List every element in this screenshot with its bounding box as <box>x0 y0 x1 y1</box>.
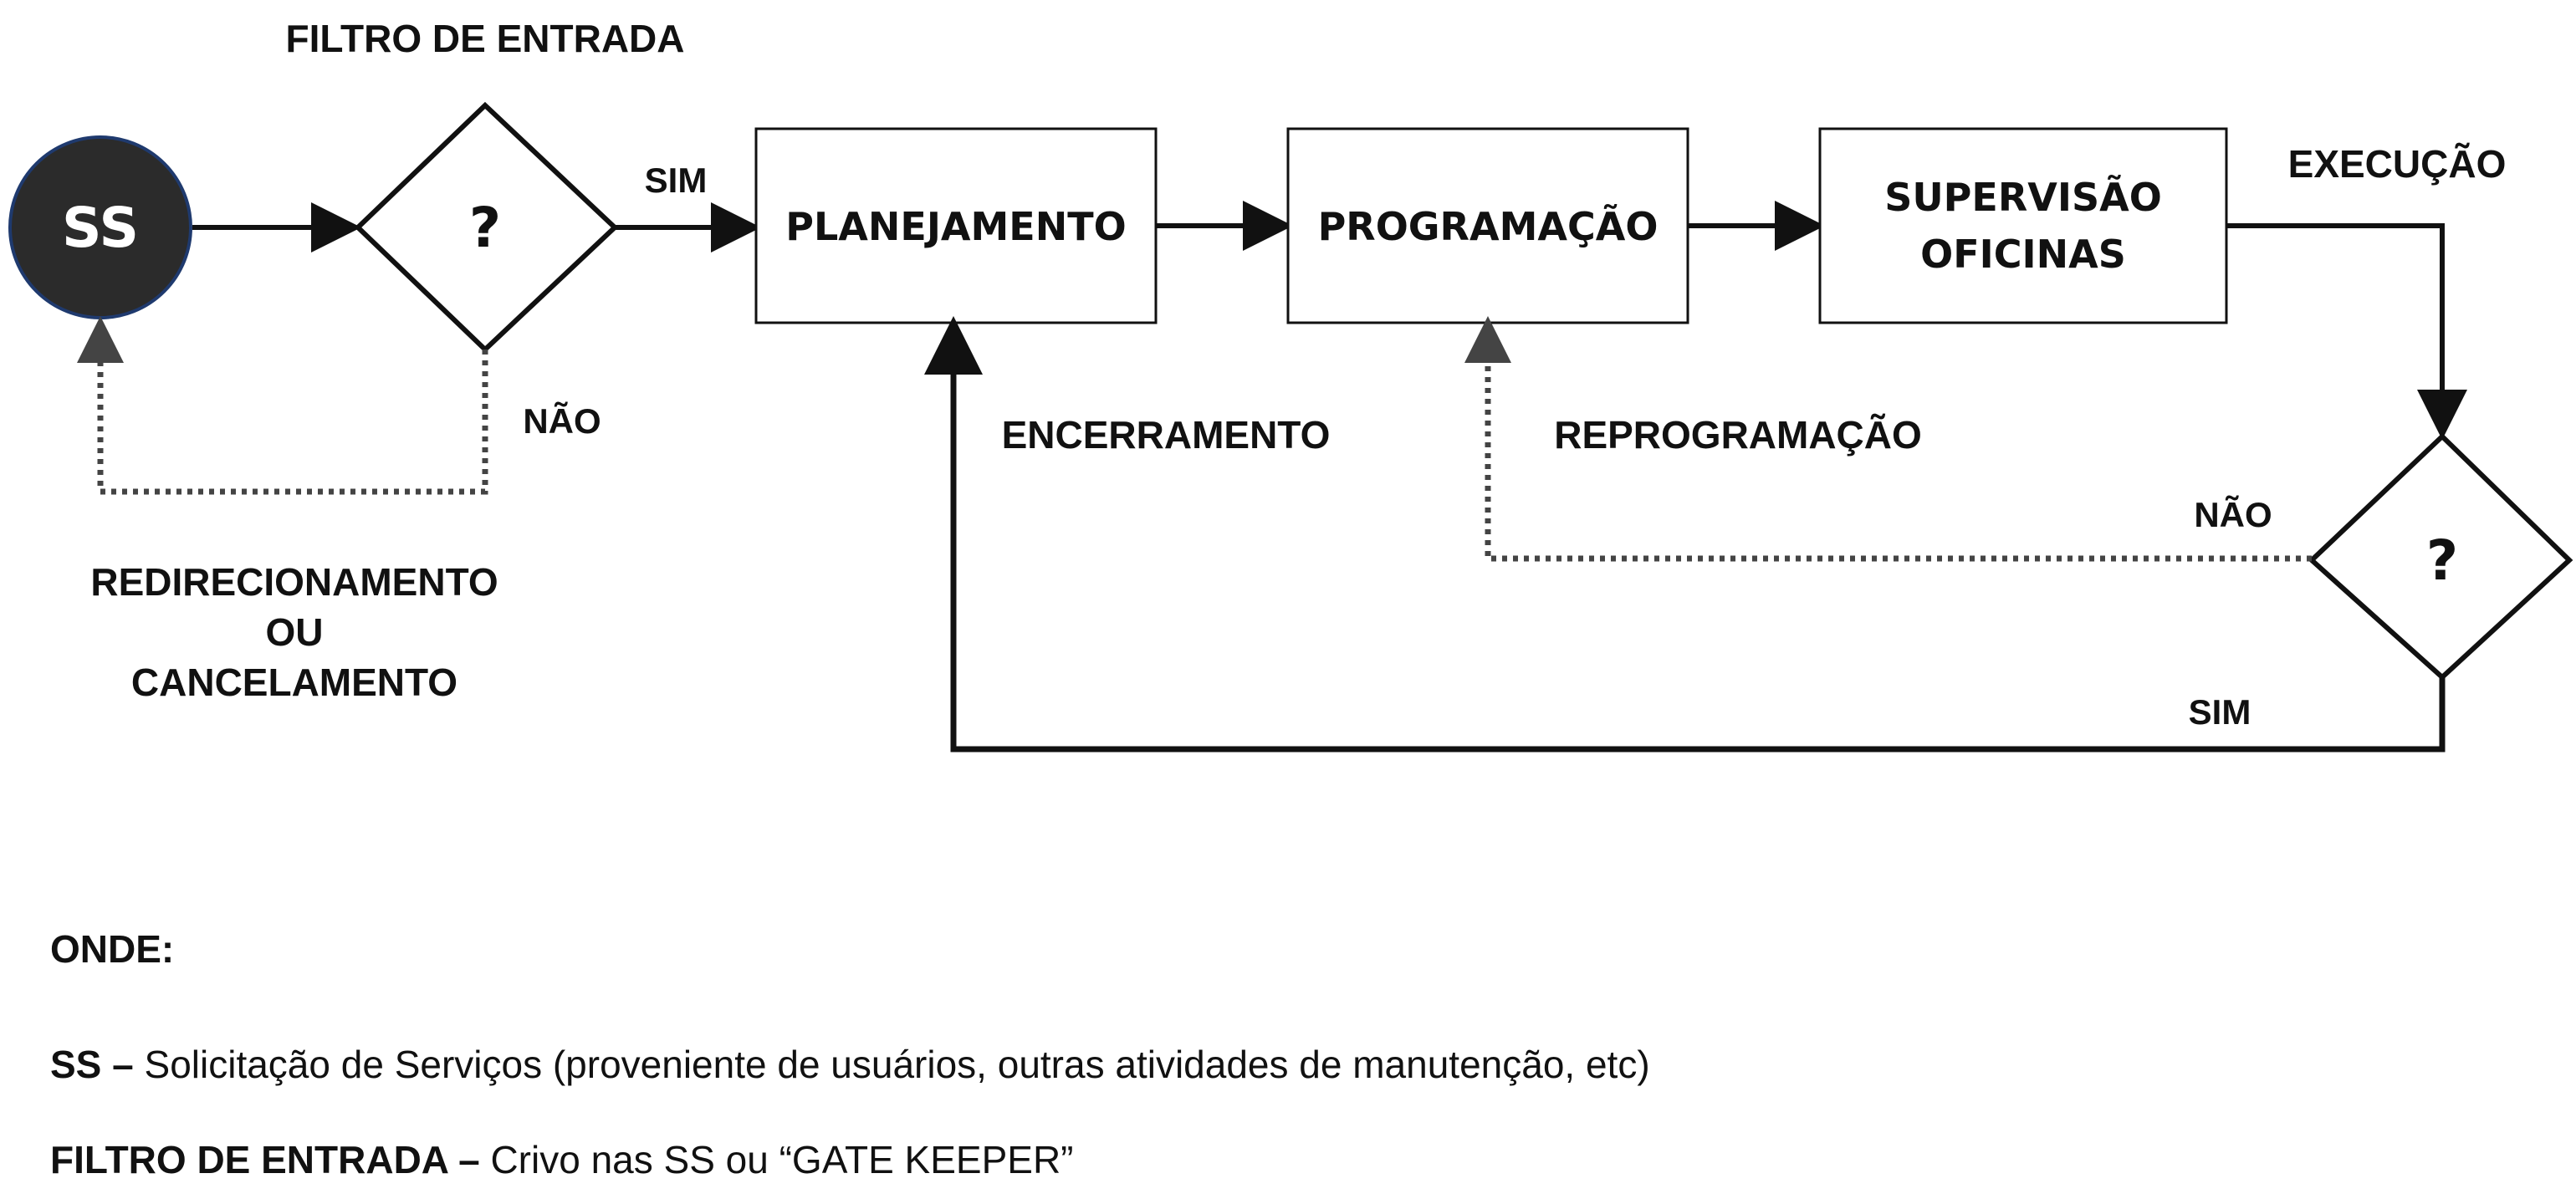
redirect-line-1: REDIRECIONAMENTO <box>90 560 498 604</box>
supervision-label-line-1: SUPERVISÃO <box>1884 174 2162 220</box>
execution-label: EXECUÇÃO <box>2288 142 2507 186</box>
decision-1-question: ? <box>469 196 501 260</box>
legend-ss-desc: Solicitação de Serviços (proveniente de … <box>133 1043 1650 1086</box>
legend-ss: SS – Solicitação de Serviços (provenient… <box>50 1045 1650 1084</box>
arrow-supervision-to-decision <box>2226 223 2467 440</box>
no-loop-to-ss <box>77 316 488 495</box>
legend-heading: ONDE: <box>50 927 175 971</box>
legend-filter-desc: Crivo nas SS ou “GATE KEEPER” <box>479 1138 1074 1181</box>
reprogramming-label: REPROGRAMAÇÃO <box>1554 413 1922 457</box>
no-label-2: NÃO <box>2194 495 2272 534</box>
redirect-line-3: CANCELAMENTO <box>131 661 457 704</box>
programming-box <box>1286 127 1689 324</box>
supervision-label-line-2: OFICINAS <box>1920 232 2126 277</box>
legend-ss-term: SS – <box>50 1043 134 1086</box>
planning-label: PLANEJAMENTO <box>785 204 1126 249</box>
supervision-box <box>1818 127 2228 324</box>
closing-label: ENCERRAMENTO <box>1002 413 1331 457</box>
entry-filter-title: FILTRO DE ENTRADA <box>285 17 684 60</box>
reprogramming-loop <box>1464 316 2312 562</box>
yes-label-1: SIM <box>645 161 708 200</box>
closing-loop <box>924 316 2446 752</box>
legend-filter: FILTRO DE ENTRADA – Crivo nas SS ou “GAT… <box>50 1140 1073 1179</box>
programming-label: PROGRAMAÇÃO <box>1318 203 1659 249</box>
no-label-1: NÃO <box>523 401 601 441</box>
decision-2-question: ? <box>2426 528 2458 593</box>
ss-start-label: SS <box>62 196 139 260</box>
redirect-line-2: OU <box>266 610 324 654</box>
flow-diagram: FILTRO DE ENTRADA SS ? SIM NÃO REDIRECIO… <box>8 17 2573 752</box>
legend-filter-term: FILTRO DE ENTRADA – <box>50 1138 480 1181</box>
yes-label-2: SIM <box>2189 692 2251 732</box>
